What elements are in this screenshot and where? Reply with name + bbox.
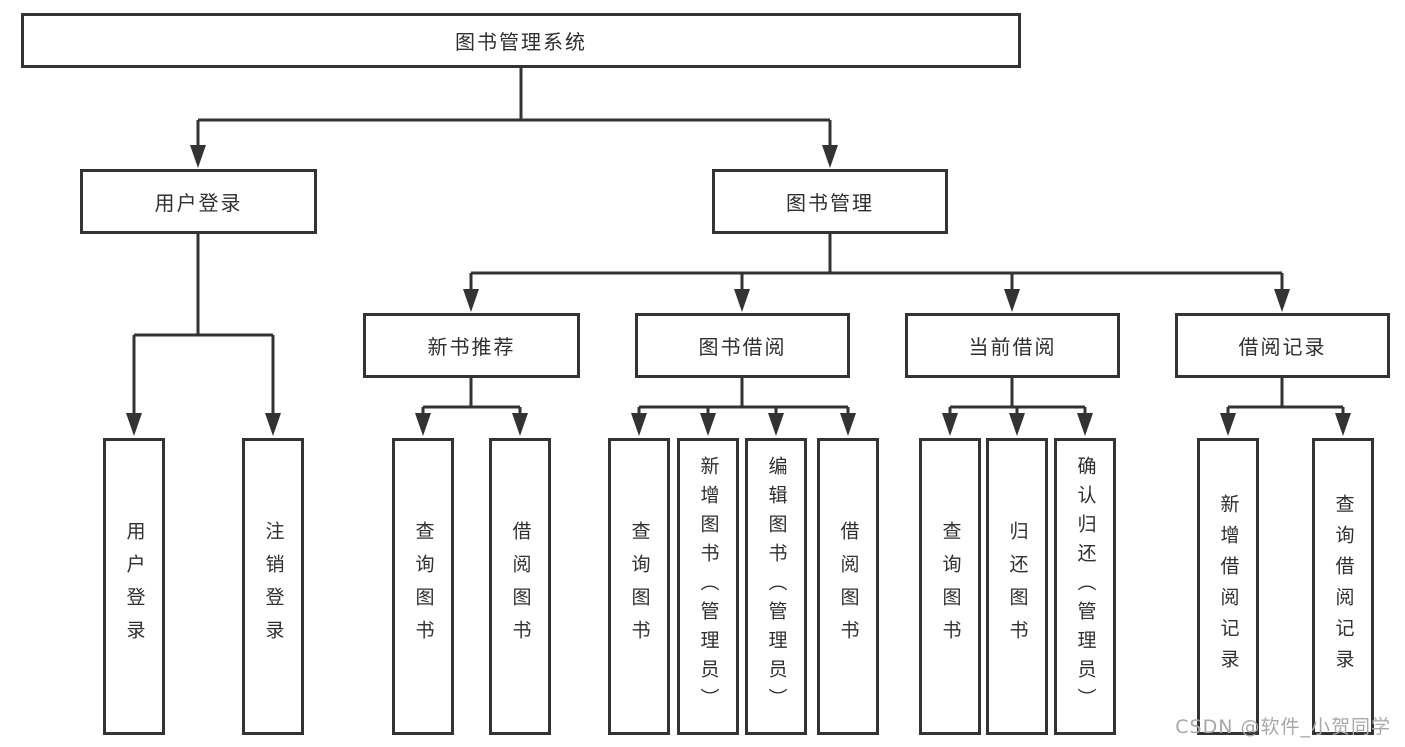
leaf-add-books-admin: 新增图书（管理员） <box>677 438 739 735</box>
leaf-query-borrow-record-label: 查询借阅记录 <box>1332 493 1355 680</box>
node-root-label: 图书管理系统 <box>455 30 587 54</box>
leaf-query-borrow-record: 查询借阅记录 <box>1312 438 1374 735</box>
leaf-logout: 注销登录 <box>242 438 304 735</box>
node-current-borrow: 当前借阅 <box>905 313 1120 378</box>
leaf-logout-label: 注销登录 <box>262 520 285 653</box>
node-root: 图书管理系统 <box>21 13 1021 68</box>
leaf-query-books-borrow-label: 查询图书 <box>628 520 651 653</box>
node-book-management: 图书管理 <box>712 169 948 234</box>
leaf-return-books-label: 归还图书 <box>1006 520 1029 653</box>
leaf-query-books-recommend: 查询图书 <box>392 438 454 735</box>
node-user-login: 用户登录 <box>80 169 317 234</box>
leaf-add-borrow-record-label: 新增借阅记录 <box>1217 493 1240 680</box>
leaf-query-books-current: 查询图书 <box>919 438 981 735</box>
node-book-management-label: 图书管理 <box>786 191 874 215</box>
leaf-confirm-return-admin-label: 确认归还（管理员） <box>1074 456 1097 717</box>
csdn-watermark: CSDN @软件_小贺同学 <box>1175 716 1391 738</box>
node-current-borrow-label: 当前借阅 <box>968 335 1057 359</box>
leaf-return-books: 归还图书 <box>986 438 1048 735</box>
leaf-query-books-borrow: 查询图书 <box>608 438 670 735</box>
leaf-user-login: 用户登录 <box>103 438 165 735</box>
node-book-borrow-label: 图书借阅 <box>698 335 787 359</box>
leaf-borrow-books-recommend-label: 借阅图书 <box>509 520 532 653</box>
leaf-borrow-books-label: 借阅图书 <box>837 520 860 653</box>
arrowheads <box>126 145 1351 436</box>
leaf-query-books-recommend-label: 查询图书 <box>412 520 435 653</box>
node-new-book-recommend: 新书推荐 <box>363 313 580 378</box>
leaf-edit-books-admin-label: 编辑图书（管理员） <box>765 456 788 717</box>
leaf-add-books-admin-label: 新增图书（管理员） <box>697 456 720 717</box>
leaf-edit-books-admin: 编辑图书（管理员） <box>745 438 807 735</box>
node-user-login-label: 用户登录 <box>154 191 243 215</box>
node-book-borrow: 图书借阅 <box>635 313 850 378</box>
leaf-query-books-current-label: 查询图书 <box>939 520 962 653</box>
leaf-borrow-books: 借阅图书 <box>817 438 879 735</box>
node-new-book-recommend-label: 新书推荐 <box>427 335 516 359</box>
leaf-confirm-return-admin: 确认归还（管理员） <box>1054 438 1116 735</box>
node-borrow-records-label: 借阅记录 <box>1238 335 1327 359</box>
leaf-user-login-label: 用户登录 <box>123 520 146 653</box>
node-borrow-records: 借阅记录 <box>1175 313 1390 378</box>
leaf-borrow-books-recommend: 借阅图书 <box>489 438 551 735</box>
leaf-add-borrow-record: 新增借阅记录 <box>1197 438 1259 735</box>
